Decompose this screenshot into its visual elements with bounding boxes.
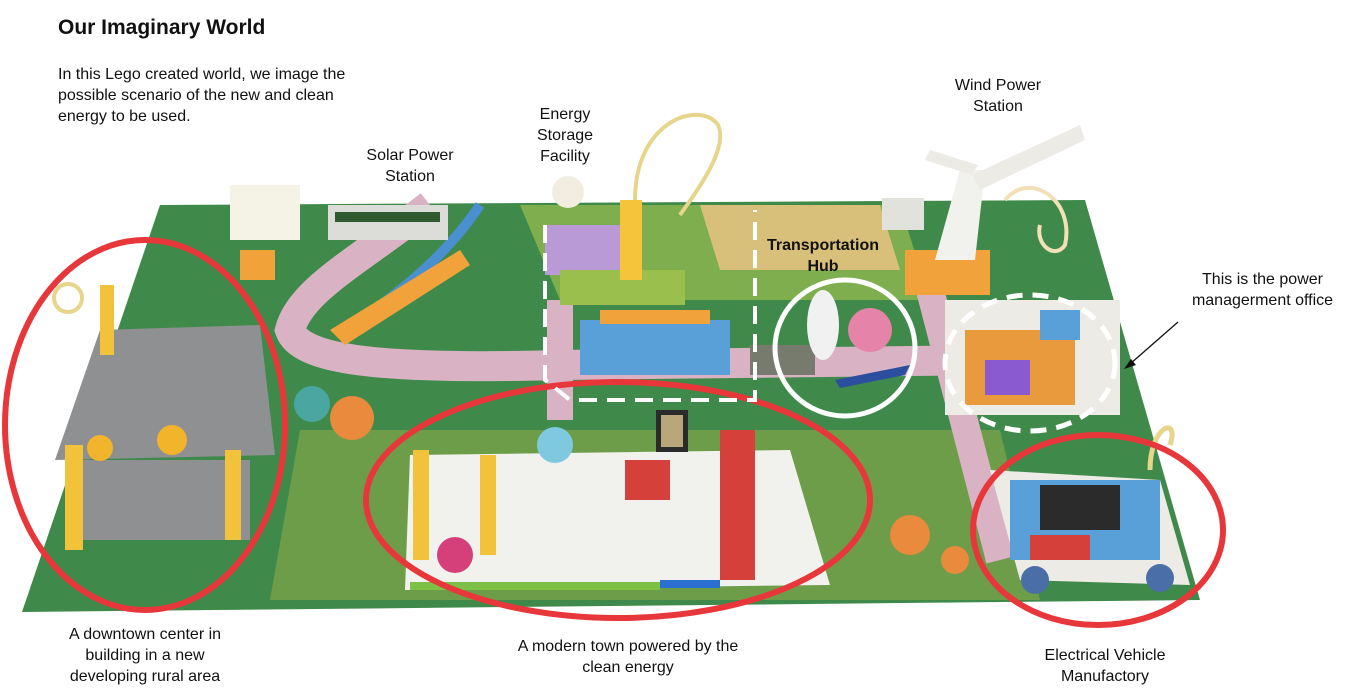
ev-manufactory-label: Electrical Vehicle Manufactory	[1044, 647, 1166, 685]
water-tank	[552, 176, 584, 208]
modern-town-label: A modern town powered by the clean energ…	[517, 638, 739, 676]
ev-red-brick	[1030, 535, 1090, 560]
scaffold	[65, 445, 83, 550]
office-bricks	[985, 360, 1030, 395]
town-scaffold	[413, 450, 429, 560]
scaffold	[225, 450, 241, 540]
crane-ring	[52, 282, 84, 314]
downtown-lower-plate	[70, 460, 250, 540]
cable	[633, 112, 723, 217]
town-pink-dome	[437, 537, 473, 573]
ev-highlight-circle	[970, 432, 1226, 628]
bus	[580, 320, 730, 375]
tree	[330, 396, 374, 440]
town-blue-strip	[660, 580, 720, 588]
ev-wheel	[1146, 564, 1174, 592]
office-bricks	[1040, 310, 1080, 340]
wind-blade	[925, 150, 978, 175]
storage-tower	[620, 200, 642, 280]
crane	[100, 285, 114, 355]
town-red-tower	[720, 430, 755, 580]
intro-text: In this Lego created world, we image the…	[58, 66, 346, 125]
ev-wheel	[1021, 566, 1049, 594]
wind-tower	[935, 170, 985, 260]
transport-highlight-circle	[772, 277, 918, 419]
power-office-highlight-circle	[942, 292, 1118, 434]
downtown-grey-plate	[55, 325, 275, 460]
town-fountain	[537, 427, 573, 463]
tree	[294, 386, 330, 422]
downtown-label: A downtown center in building in a new d…	[68, 626, 222, 685]
town-highlight-circle	[363, 379, 873, 621]
power-office-label: This is the power managerment office	[1191, 271, 1334, 309]
mat-sand-area	[700, 205, 900, 270]
solar-ramp	[330, 250, 470, 345]
lego-hub-top	[230, 185, 300, 240]
boat	[807, 290, 839, 360]
town-white-plate	[405, 450, 830, 590]
arrow-head	[1124, 359, 1136, 369]
solar-panel-row	[328, 205, 448, 240]
transport-hub-label: Transportation Hub	[766, 237, 879, 275]
road	[916, 286, 1014, 564]
solar-station-label: Solar Power Station	[366, 147, 454, 185]
solar-panel-row	[335, 212, 440, 222]
road	[274, 193, 1001, 382]
pink-figure	[848, 308, 892, 352]
plate	[157, 425, 187, 455]
energy-storage-label: Energy Storage Facility	[536, 106, 594, 165]
cable	[1003, 186, 1069, 254]
lego-brick	[240, 250, 275, 280]
page-title: Our Imaginary World	[58, 16, 266, 39]
town-green-strip	[410, 582, 660, 590]
tree	[890, 515, 930, 555]
storage-highlight-box	[543, 210, 757, 402]
truck	[882, 198, 924, 230]
tree	[941, 546, 969, 574]
plane	[835, 365, 910, 388]
ev-hook	[1147, 425, 1175, 471]
wind-blade	[972, 125, 1085, 190]
downtown-highlight-circle	[2, 237, 288, 613]
bus-roof	[600, 310, 710, 324]
ev-body	[1040, 485, 1120, 530]
wind-station-label: Wind Power Station	[954, 77, 1042, 115]
town-screen-inner	[661, 415, 683, 447]
town-red-block	[625, 460, 670, 500]
arrow-line	[1129, 321, 1179, 365]
town-scaffold	[480, 455, 496, 555]
car	[750, 345, 815, 375]
storage-building	[545, 225, 620, 275]
plate	[87, 435, 113, 461]
